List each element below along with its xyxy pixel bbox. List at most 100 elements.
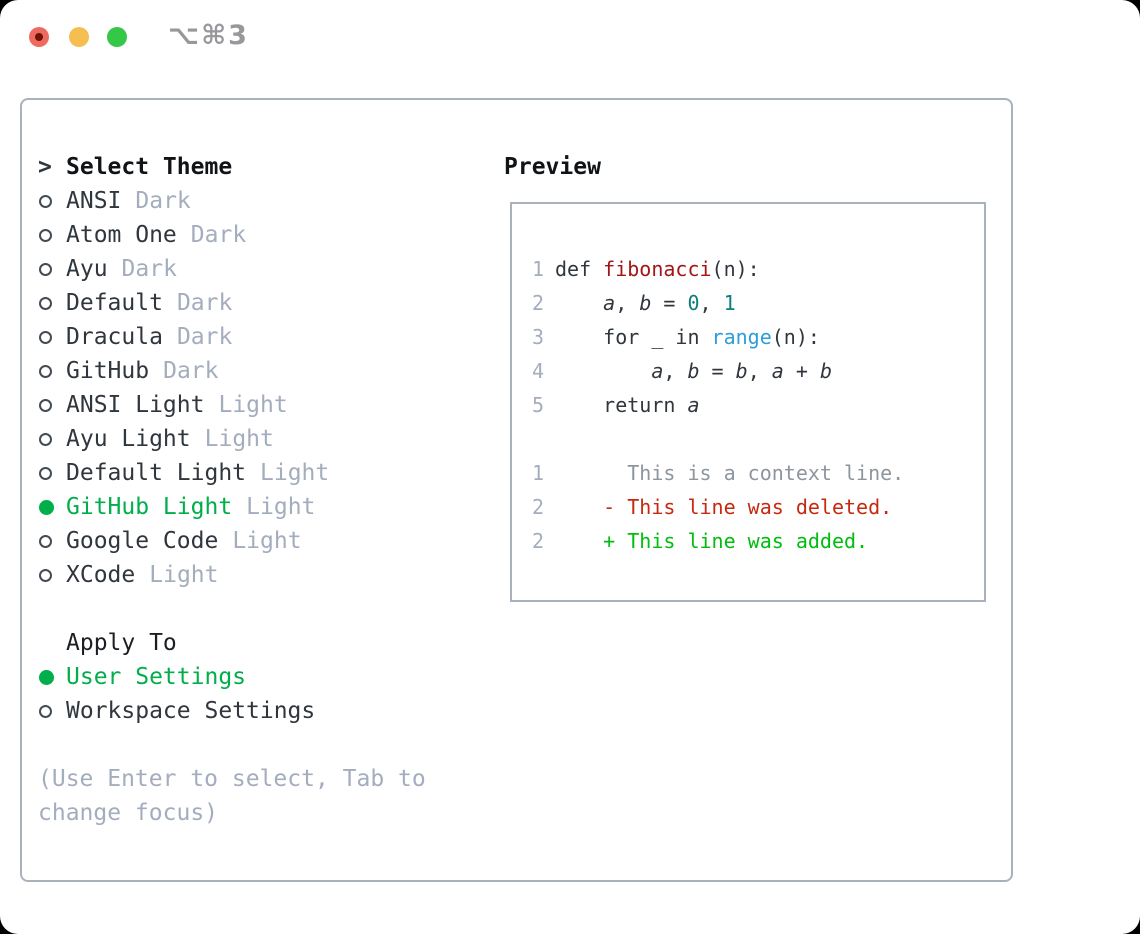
radio-slot — [38, 499, 66, 515]
theme-option[interactable]: GitHub Dark — [38, 354, 488, 388]
code-token: - This line was deleted. — [555, 495, 893, 519]
theme-variant-tag: Light — [260, 460, 330, 486]
line-number: 2 — [532, 291, 545, 315]
apply-to-heading-row: Apply To — [38, 626, 488, 660]
radio-slot — [38, 194, 66, 208]
apply-to-label: User Settings — [66, 664, 247, 690]
line-number: 3 — [532, 325, 545, 349]
theme-name: Default — [66, 290, 163, 316]
theme-variant-tag: Dark — [135, 188, 191, 214]
code-token: = — [651, 291, 688, 315]
code-line: 5 return a — [532, 388, 984, 422]
theme-name: XCode — [66, 562, 136, 588]
theme-name: Dracula — [66, 324, 163, 350]
code-token — [555, 291, 603, 315]
code-token: b — [639, 291, 652, 315]
code-token: range — [711, 325, 772, 349]
theme-name: Google Code — [66, 528, 219, 554]
theme-name: Default Light — [66, 460, 247, 486]
theme-name: Atom One — [66, 222, 177, 248]
code-token: This is a context line. — [555, 461, 905, 485]
theme-option[interactable]: Default Dark — [38, 286, 488, 320]
code-line — [532, 422, 984, 456]
radio-slot — [38, 262, 66, 276]
apply-to-option[interactable]: User Settings — [38, 660, 488, 694]
apply-to-option[interactable]: Workspace Settings — [38, 694, 488, 728]
radio-slot — [38, 330, 66, 344]
theme-option[interactable]: Google Code Light — [38, 524, 488, 558]
code-token: b — [687, 359, 700, 383]
theme-variant-tag: Dark — [190, 222, 247, 248]
unsaved-changes-dot — [35, 33, 43, 41]
theme-variant-tag: Light — [232, 528, 302, 554]
theme-option[interactable]: Atom One Dark — [38, 218, 488, 252]
code-token: b — [735, 359, 748, 383]
radio-slot — [38, 568, 66, 582]
code-token: a — [603, 291, 616, 315]
theme-variant-tag: Light — [218, 392, 288, 418]
theme-name: ANSI Light — [66, 392, 205, 418]
code-line: 1 This is a context line. — [532, 456, 984, 490]
code-token: + This line was added. — [555, 529, 869, 553]
line-number: 1 — [532, 461, 545, 485]
code-token: 1 — [723, 291, 736, 315]
radio-selected-icon — [39, 499, 54, 515]
code-token: = — [699, 359, 736, 383]
code-line: 2 - This line was deleted. — [532, 490, 984, 524]
theme-variant-tag: Dark — [121, 256, 177, 282]
code-token — [555, 359, 651, 383]
radio-slot — [38, 398, 66, 412]
line-number: 4 — [532, 359, 545, 383]
radio-slot — [38, 432, 66, 446]
line-number: 5 — [532, 393, 545, 417]
theme-option[interactable]: Ayu Light Light — [38, 422, 488, 456]
radio-icon — [39, 228, 52, 242]
radio-icon — [39, 568, 52, 582]
code-token: b — [819, 359, 832, 383]
select-theme-heading: Select Theme — [66, 154, 233, 180]
theme-name: Ayu — [66, 256, 108, 282]
code-token: , — [747, 359, 772, 383]
radio-icon — [39, 364, 52, 378]
theme-variant-tag: Light — [204, 426, 274, 452]
code-line: 2 a, b = 0, 1 — [532, 286, 984, 320]
zoom-button[interactable] — [107, 27, 127, 47]
radio-icon — [39, 398, 52, 412]
close-button[interactable] — [29, 27, 49, 47]
theme-option[interactable]: Ayu Dark — [38, 252, 488, 286]
line-number: 1 — [532, 257, 545, 281]
code-token: def — [555, 257, 604, 281]
code-token: a — [687, 393, 700, 417]
theme-variant-tag: Light — [246, 494, 316, 520]
theme-option[interactable]: Default Light Light — [38, 456, 488, 490]
radio-slot — [38, 466, 66, 480]
apply-to-label: Workspace Settings — [66, 698, 316, 724]
theme-name: Ayu Light — [66, 426, 191, 452]
theme-variant-tag: Dark — [163, 358, 219, 384]
preview-heading: Preview — [504, 154, 601, 180]
theme-option[interactable]: ANSI Light Light — [38, 388, 488, 422]
radio-slot — [38, 669, 66, 685]
code-token: , — [663, 359, 688, 383]
minimize-button[interactable] — [69, 27, 89, 47]
code-token: + — [783, 359, 820, 383]
radio-selected-icon — [39, 669, 54, 685]
titlebar: ⌥⌘3 — [0, 0, 1140, 70]
theme-name: GitHub — [66, 358, 150, 384]
select-theme-heading-row: > Select Theme — [38, 150, 488, 184]
window-title: ⌥⌘3 — [168, 20, 249, 51]
cursor-icon: > — [38, 154, 52, 180]
code-token: , — [699, 291, 724, 315]
theme-variant-tag: Dark — [176, 290, 233, 316]
radio-icon — [39, 262, 52, 276]
